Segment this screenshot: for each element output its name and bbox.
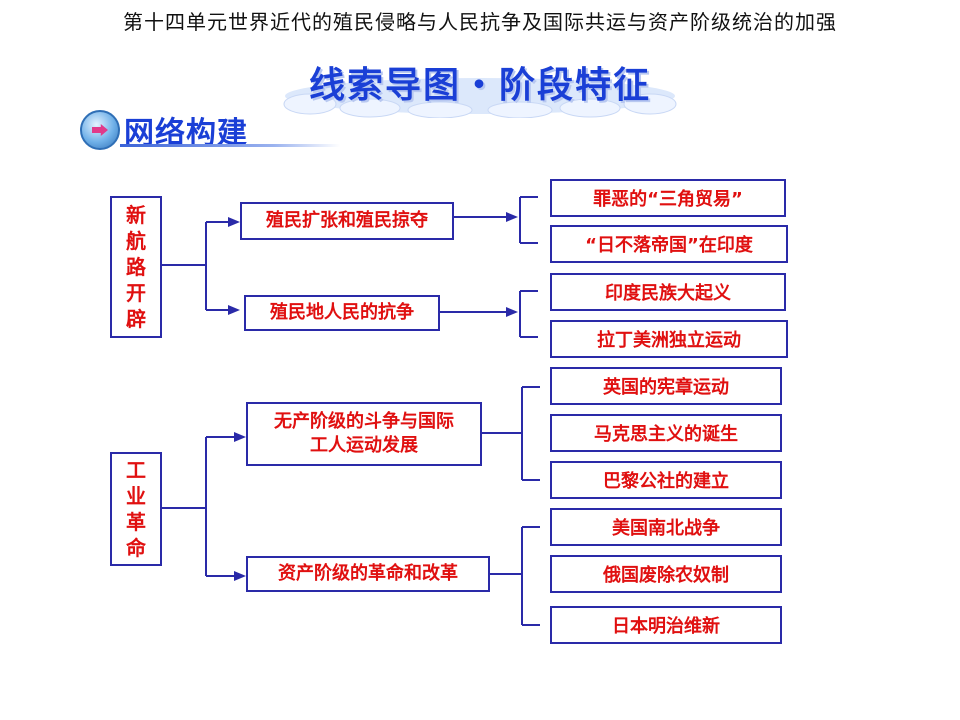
node-line: 无产阶级的斗争与国际 <box>274 411 454 432</box>
node-line: 工人运动发展 <box>310 435 418 456</box>
leaf-latin-america-independence: 拉丁美洲独立运动 <box>550 320 788 358</box>
node-colonial-resistance: 殖民地人民的抗争 <box>244 295 440 331</box>
root-char: 航 <box>126 229 146 253</box>
root-char: 业 <box>126 484 146 508</box>
leaf-russian-serfdom-abolition: 俄国废除农奴制 <box>550 555 782 593</box>
section-header: 网络构建 <box>80 104 340 154</box>
root-box-industrial-revolution: 工 业 革 命 <box>110 452 162 566</box>
leaf-indian-uprising: 印度民族大起义 <box>550 273 786 311</box>
root-box-new-routes: 新 航 路 开 辟 <box>110 196 162 338</box>
banner-decoration <box>283 78 677 119</box>
section-underline <box>120 144 340 147</box>
root-char: 路 <box>126 255 146 279</box>
node-bourgeois-revolution: 资产阶级的革命和改革 <box>246 556 490 592</box>
leaf-empire-in-india: “日不落帝国”在印度 <box>550 225 788 263</box>
root-char: 命 <box>126 536 146 560</box>
leaf-american-civil-war: 美国南北战争 <box>550 508 782 546</box>
leaf-paris-commune: 巴黎公社的建立 <box>550 461 782 499</box>
leaf-chartist-movement: 英国的宪章运动 <box>550 367 782 405</box>
node-proletarian-struggle: 无产阶级的斗争与国际 工人运动发展 <box>246 402 482 466</box>
leaf-meiji-restoration: 日本明治维新 <box>550 606 782 644</box>
root-char: 革 <box>126 510 146 534</box>
leaf-triangle-trade: 罪恶的“三角贸易” <box>550 179 786 217</box>
banner: 线索导图・阶段特征 <box>280 52 680 119</box>
arrow-circle-icon <box>80 110 120 150</box>
banner-title: 线索导图・阶段特征 <box>308 65 651 106</box>
leaf-marxism-birth: 马克思主义的诞生 <box>550 414 782 452</box>
node-colonial-expansion: 殖民扩张和殖民掠夺 <box>240 202 454 240</box>
root-char: 辟 <box>126 307 146 331</box>
root-char: 开 <box>126 281 146 305</box>
root-char: 工 <box>126 458 146 482</box>
page-title: 第十四单元世界近代的殖民侵略与人民抗争及国际共运与资产阶级统治的加强 <box>123 10 837 34</box>
root-char: 新 <box>126 203 146 227</box>
